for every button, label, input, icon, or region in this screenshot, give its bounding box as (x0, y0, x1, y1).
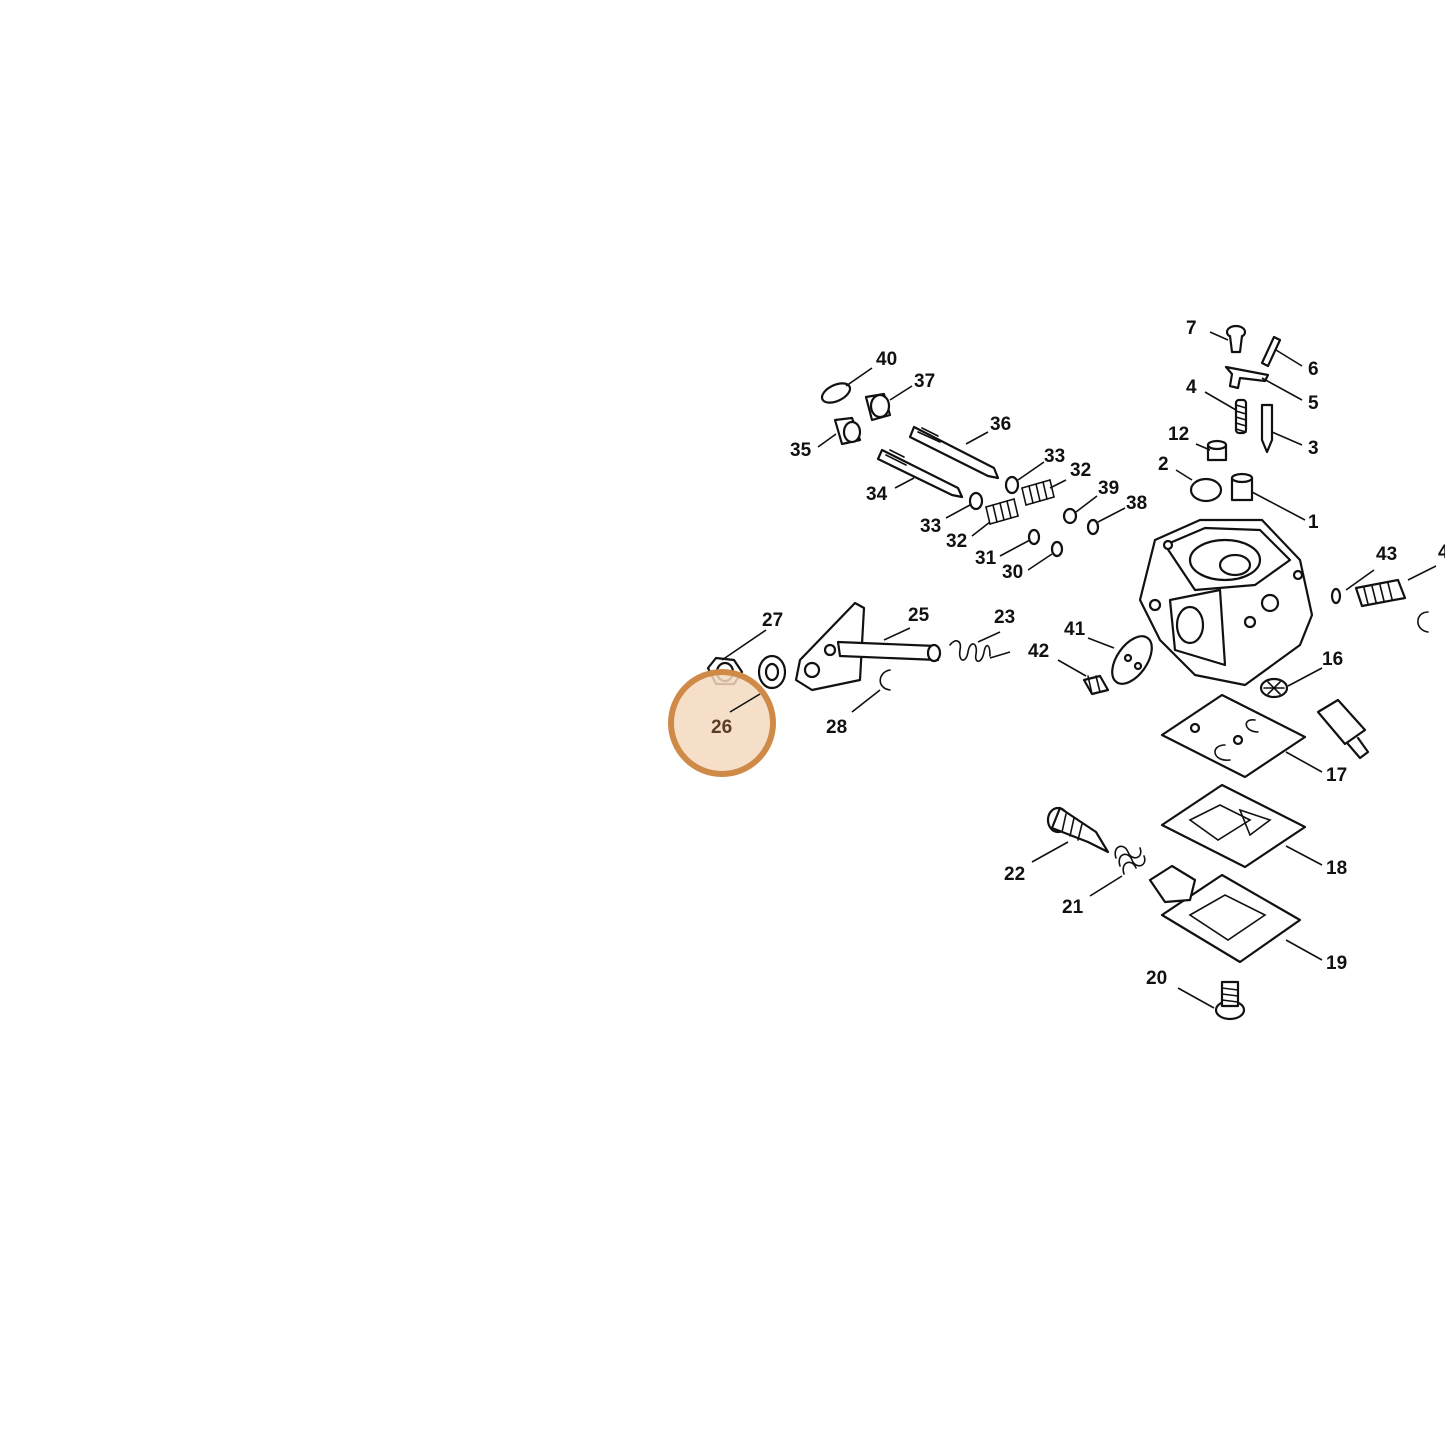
part-20-screw (1214, 980, 1246, 1021)
label-27: 27 (762, 610, 783, 631)
label-16: 16 (1322, 649, 1343, 670)
part-23-spring (949, 640, 991, 663)
part-30-ring (1050, 540, 1064, 558)
part-labels: 7 6 5 4 3 12 2 1 40 37 36 35 33 32 39 38… (711, 318, 1445, 989)
part-43-adjust-screw (1330, 578, 1429, 633)
part-41-throttle-plate (1111, 635, 1153, 685)
leader-lines (721, 331, 1437, 1009)
label-37: 37 (914, 371, 935, 392)
label-30: 30 (1002, 562, 1023, 583)
part-42-screw (1082, 674, 1110, 696)
label-21: 21 (1062, 897, 1084, 918)
label-20: 20 (1146, 968, 1167, 989)
part-34-shaft (876, 448, 964, 499)
part-33-washer-b (968, 491, 984, 511)
part-5-lever (1224, 365, 1270, 390)
label-4-right: 4 (1438, 542, 1445, 563)
part-32-spring-a (1021, 479, 1055, 506)
label-25: 25 (908, 605, 930, 626)
label-39: 39 (1098, 478, 1119, 499)
label-34: 34 (866, 484, 888, 505)
part-4-spring (1234, 398, 1248, 435)
part-40-ring (820, 382, 852, 404)
part-7-screw (1225, 324, 1247, 354)
label-40: 40 (876, 349, 897, 370)
label-23: 23 (994, 607, 1015, 628)
part-12-small (1206, 439, 1228, 462)
part-28-clip (879, 669, 891, 691)
part-18-diaphragm (1160, 783, 1307, 869)
part-25-lever-shaft (794, 601, 942, 692)
label-3: 3 (1308, 438, 1319, 459)
part-27-washer (757, 654, 787, 690)
label-5: 5 (1308, 393, 1319, 414)
label-22: 22 (1004, 864, 1025, 885)
label-4: 4 (1186, 377, 1197, 398)
label-42: 42 (1028, 641, 1049, 662)
label-6: 6 (1308, 359, 1319, 380)
part-31-washer (1027, 528, 1041, 546)
part-33-washer-a (1004, 475, 1020, 495)
label-38: 38 (1126, 493, 1147, 514)
part-19-cover (1148, 864, 1302, 964)
label-2: 2 (1158, 454, 1169, 475)
part-22-screw (1046, 806, 1110, 854)
part-39-washer (1062, 507, 1078, 525)
label-41: 41 (1064, 619, 1086, 640)
label-31: 31 (975, 548, 997, 569)
highlight-circle[interactable] (668, 669, 776, 777)
part-17-gasket (1160, 693, 1307, 779)
part-37-bushing (864, 392, 892, 422)
label-32-b: 32 (946, 531, 967, 552)
part-16-screen (1259, 677, 1289, 699)
label-33-b: 33 (920, 516, 941, 537)
part-1-cylinder (1230, 472, 1254, 502)
carburetor-body (1138, 518, 1314, 687)
part-fuel-fitting (1316, 698, 1370, 760)
part-38-ring (1086, 518, 1100, 536)
label-17: 17 (1326, 765, 1347, 786)
label-19: 19 (1326, 953, 1347, 974)
label-1: 1 (1308, 512, 1319, 533)
part-6-pin (1260, 335, 1282, 368)
part-2-disc (1189, 477, 1223, 503)
part-35-bushing (833, 416, 862, 446)
part-36-shaft (908, 425, 1000, 480)
label-26-highlighted: 26 (711, 717, 732, 738)
label-28: 28 (826, 717, 847, 738)
label-12: 12 (1168, 424, 1189, 445)
label-43: 43 (1376, 544, 1397, 565)
label-7: 7 (1186, 318, 1197, 339)
part-21-spring (1114, 845, 1146, 875)
label-35: 35 (790, 440, 812, 461)
part-32-spring-b (985, 498, 1019, 525)
label-36: 36 (990, 414, 1011, 435)
label-33-a: 33 (1044, 446, 1065, 467)
part-3-needle (1260, 403, 1274, 454)
label-18: 18 (1326, 858, 1347, 879)
label-32-a: 32 (1070, 460, 1091, 481)
